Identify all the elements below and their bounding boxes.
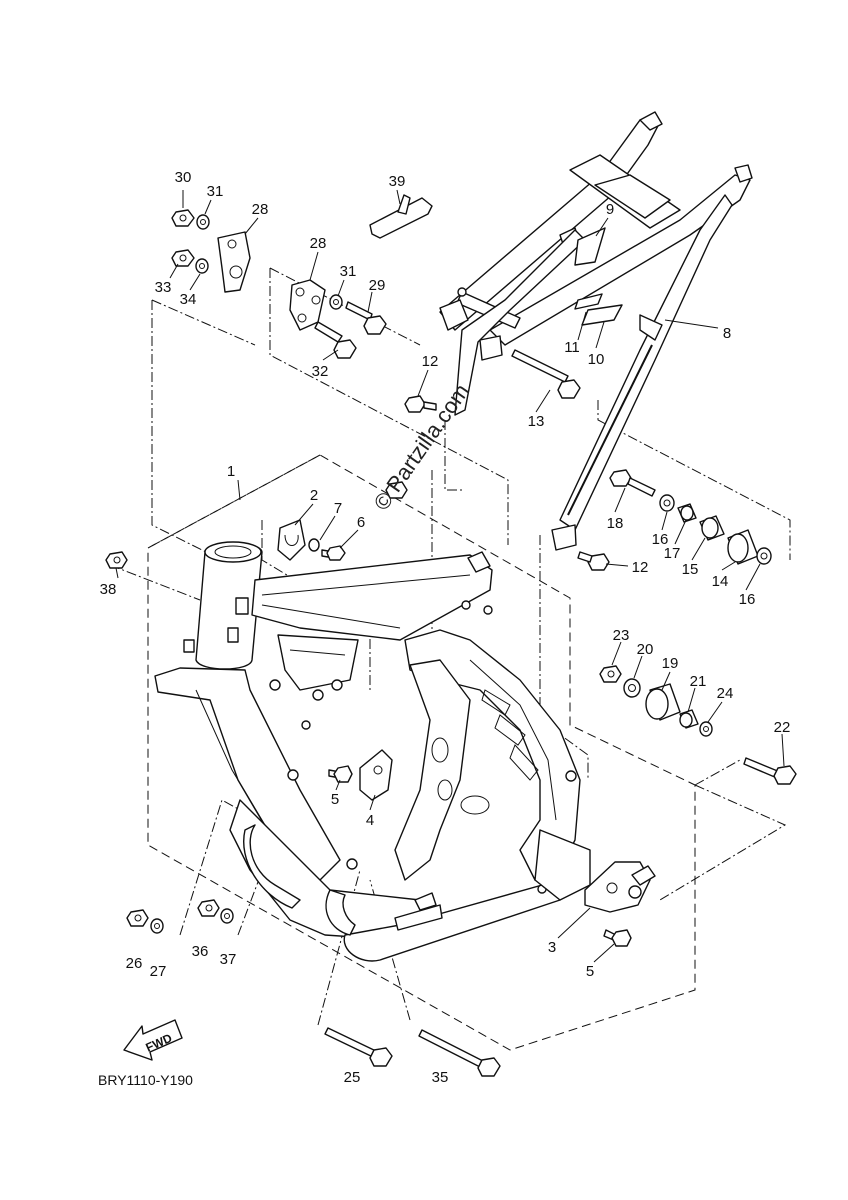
callout-26: 26 (126, 955, 143, 972)
callout-28b: 28 (310, 235, 327, 252)
callout-31b: 31 (340, 263, 357, 280)
callout-labels: 1 2 3 4 5 5 6 7 8 9 10 11 12 12 13 14 15… (100, 169, 791, 1086)
rear-subframe (439, 111, 753, 551)
callout-23: 23 (613, 627, 630, 644)
callout-34: 34 (180, 291, 197, 308)
callout-5b: 5 (586, 963, 594, 980)
diagram-code: BRY1110-Y190 (98, 1072, 193, 1088)
callout-30: 30 (175, 169, 192, 186)
callout-25: 25 (344, 1069, 361, 1086)
main-frame (154, 541, 591, 962)
callout-16b: 16 (739, 591, 756, 608)
engine-brackets (217, 231, 326, 331)
callout-18: 18 (607, 515, 624, 532)
callout-1: 1 (227, 463, 235, 480)
callout-39: 39 (389, 173, 406, 190)
callout-31a: 31 (207, 183, 224, 200)
callout-38: 38 (100, 581, 117, 598)
callout-37: 37 (220, 951, 237, 968)
callout-5a: 5 (331, 791, 339, 808)
callout-21: 21 (690, 673, 707, 690)
callout-11: 11 (564, 339, 580, 356)
callout-29: 29 (369, 277, 386, 294)
leader-lines (115, 189, 785, 963)
callout-16a: 16 (652, 531, 669, 548)
callout-6: 6 (357, 514, 365, 531)
callout-20: 20 (637, 641, 654, 658)
fwd-arrow: FWD (123, 1019, 183, 1061)
callout-28a: 28 (252, 201, 269, 218)
callout-13: 13 (528, 413, 545, 430)
callout-8: 8 (723, 325, 731, 342)
callout-3: 3 (548, 939, 556, 956)
callout-22: 22 (774, 719, 791, 736)
callout-12b: 12 (632, 559, 649, 576)
callout-33: 33 (155, 279, 172, 296)
small-brackets (277, 519, 656, 913)
callout-32: 32 (312, 363, 329, 380)
callout-12a: 12 (422, 353, 439, 370)
callout-7: 7 (334, 500, 342, 517)
callout-2: 2 (310, 487, 318, 504)
callout-14: 14 (712, 573, 729, 590)
callout-15: 15 (682, 561, 699, 578)
callout-17: 17 (664, 545, 681, 562)
callout-10: 10 (588, 351, 605, 368)
callout-24: 24 (717, 685, 734, 702)
callout-36: 36 (192, 943, 209, 960)
callout-19: 19 (662, 655, 679, 672)
part-39-bracket (369, 194, 433, 239)
callout-9: 9 (606, 201, 614, 218)
callout-27: 27 (150, 963, 167, 980)
callout-35: 35 (432, 1069, 449, 1086)
fasteners (105, 209, 797, 1077)
callout-4: 4 (366, 812, 374, 829)
